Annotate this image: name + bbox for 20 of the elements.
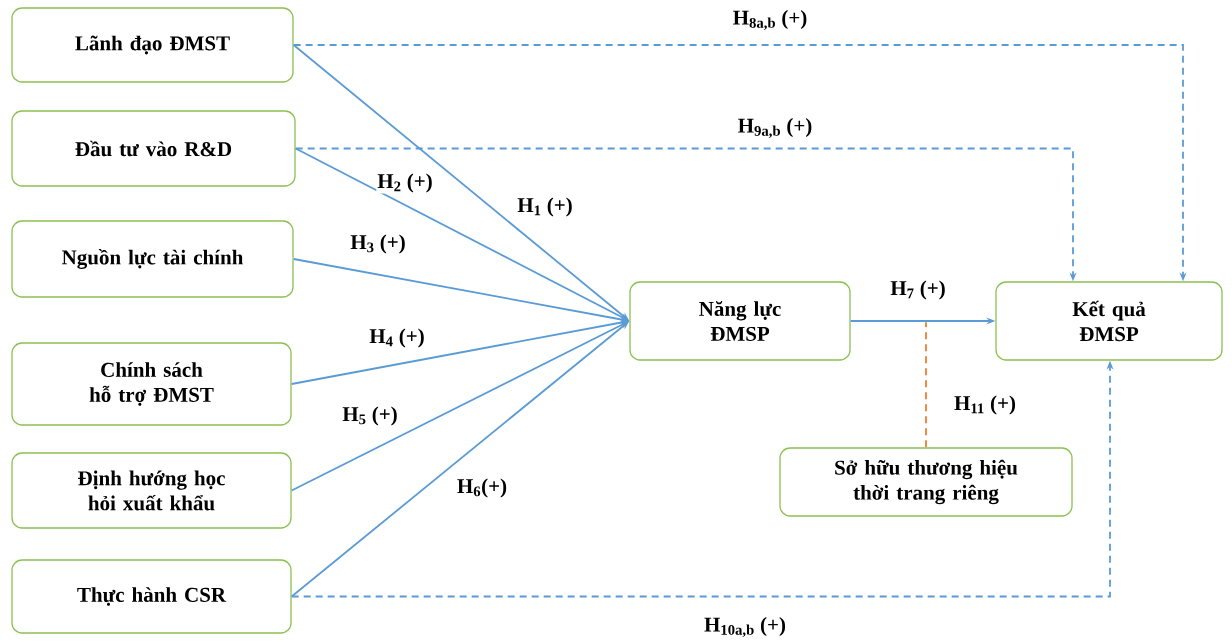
edge-label: H$_{7}$ (+) — [889, 279, 947, 301]
edge-label: H$_{10a,b}$ (+) — [703, 616, 787, 638]
concept-box: Định hướng học hỏi xuất khẩu — [11, 452, 292, 529]
edge-label: H$_{2}$ (+) — [376, 172, 434, 194]
edge-label: H$_{8a,b}$ (+) — [731, 9, 809, 31]
edge-label: H$_{3}$ (+) — [349, 233, 407, 255]
edge-label: H$_{1}$ (+) — [516, 196, 574, 218]
concept-box: Thực hành CSR — [11, 559, 292, 634]
concept-box: Đầu tư vào R&D — [11, 110, 296, 187]
edge-label: H$_{6}$(+) — [455, 477, 509, 499]
edge-label: H$_{11}$ (+) — [953, 394, 1017, 416]
concept-box: Lãnh đạo ĐMST — [11, 7, 294, 83]
concept-box: Kết quả ĐMSP — [995, 281, 1223, 361]
edge-label: H$_{9a,b}$ (+) — [736, 117, 814, 139]
concept-box: Năng lực ĐMSP — [629, 281, 851, 361]
concept-box: Chính sách hỗ trợ ĐMST — [11, 342, 292, 426]
concept-box: Nguồn lực tài chính — [11, 220, 294, 298]
edge-label: H$_{4}$ (+) — [368, 327, 426, 349]
concept-box: Sở hữu thương hiệu thời trang riêng — [779, 447, 1073, 517]
edge-label: H$_{5}$ (+) — [341, 405, 399, 427]
